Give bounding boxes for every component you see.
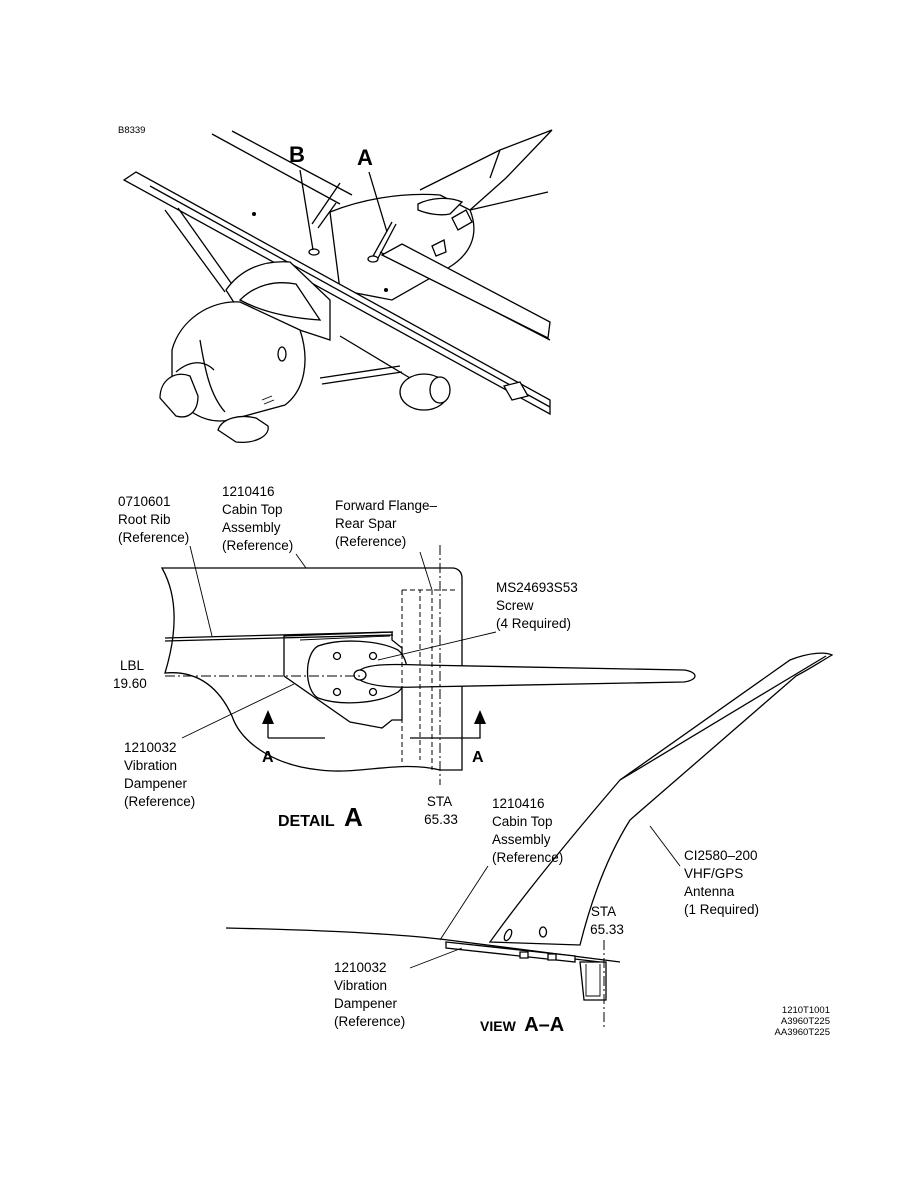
detail-a: 0710601 Root Rib (Reference) 1210416 Cab… (113, 484, 696, 832)
part-ref-3: AA3960T225 (775, 1027, 830, 1038)
detail-a-title: DETAIL A (278, 802, 363, 832)
sta-label-detail: STA 65.33 (424, 794, 458, 827)
view-a-a-title: VIEW A–A (480, 1014, 564, 1036)
section-marker-left: A (262, 749, 274, 766)
aircraft-illustration: B8339 (118, 125, 553, 443)
forward-flange-label: Forward Flange– Rear Spar (Reference) (335, 498, 441, 549)
part-ref-2: A3960T225 (781, 1016, 830, 1027)
view-dampener-label: 1210032 Vibration Dampener (Reference) (334, 960, 405, 1029)
callout-b: B (289, 142, 305, 167)
dampener-label: 1210032 Vibration Dampener (Reference) (124, 740, 195, 809)
figure-id: B8339 (118, 125, 145, 136)
section-marker-right: A (472, 749, 484, 766)
lbl-label: LBL 19.60 (113, 658, 147, 691)
view-cabin-top-label: 1210416 Cabin Top Assembly (Reference) (492, 796, 563, 865)
antenna-label: CI2580–200 VHF/GPS Antenna (1 Required) (684, 848, 761, 917)
part-references: 1210T1001 A3960T225 AA3960T225 (775, 1005, 830, 1038)
screw-label: MS24693S53 Screw (4 Required) (496, 580, 582, 631)
cabin-top-label: 1210416 Cabin Top Assembly (Reference) (222, 484, 293, 553)
root-rib-label: 0710601 Root Rib (Reference) (118, 494, 189, 545)
callout-a: A (357, 145, 373, 170)
part-ref-1: 1210T1001 (782, 1005, 830, 1016)
view-a-a: 1210416 Cabin Top Assembly (Reference) C… (225, 652, 834, 1036)
sta-label-view: STA 65.33 (590, 904, 624, 937)
